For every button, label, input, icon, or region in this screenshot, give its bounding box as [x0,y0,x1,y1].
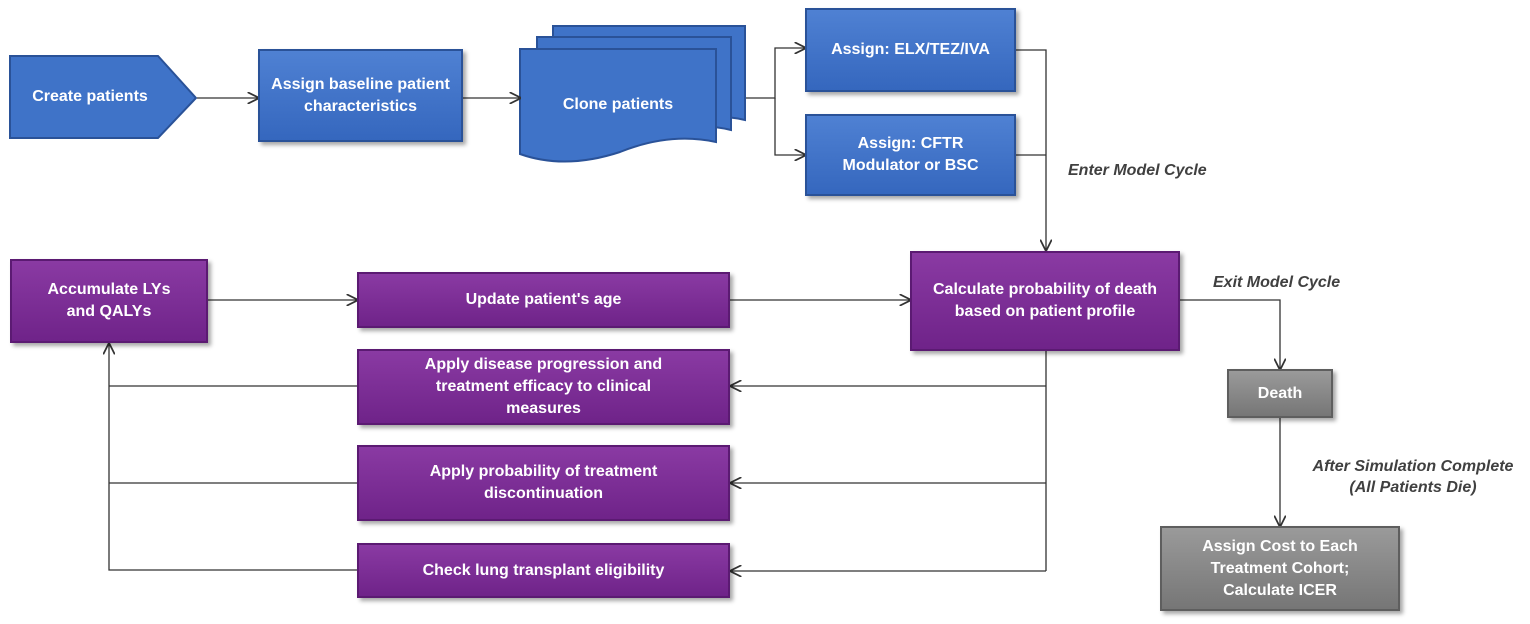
assign-elx-label: Assign: ELX/TEZ/IVA [831,41,990,58]
arrow-clone-to-elx [746,48,805,99]
clone-patients-shape [519,25,746,163]
create-patients-shape [9,55,198,139]
assign-baseline-node: Assign baseline patient characteristics [258,49,463,142]
clone-patients-label: Clone patients [562,96,674,113]
apply-progression-node: Apply disease progression and treatment … [357,349,730,425]
after-simulation-line1: After Simulation Complete [1312,458,1514,475]
calc-death-label: Calculate probability of death based on … [932,281,1158,320]
arrow-transplant-to-accumulate [109,344,357,571]
assign-elx-node: Assign: ELX/TEZ/IVA [805,8,1016,92]
assign-cost-node: Assign Cost to Each Treatment Cohort; Ca… [1160,526,1400,611]
calc-death-node: Calculate probability of death based on … [910,251,1180,351]
check-transplant-node: Check lung transplant eligibility [357,543,730,598]
assign-cost-label: Assign Cost to Each Treatment Cohort; Ca… [1202,537,1358,599]
enter-cycle-label: Enter Model Cycle [1068,162,1207,179]
update-age-node: Update patient's age [357,272,730,328]
apply-progression-label: Apply disease progression and treatment … [424,356,663,417]
update-age-label: Update patient's age [465,291,622,308]
create-patients-node: Create patients [10,56,170,138]
apply-discontinuation-label: Apply probability of treatment discontin… [429,463,658,502]
arrow-clone-to-cftr [774,98,805,155]
create-patients-label: Create patients [32,88,148,105]
apply-discontinuation-node: Apply probability of treatment discontin… [357,445,730,521]
death-label: Death [1257,384,1303,402]
accumulate-label: Accumulate LYs and QALYs [47,281,171,320]
clone-patients-node: Clone patients [520,70,716,140]
check-transplant-label: Check lung transplant eligibility [422,561,665,579]
arrow-elx-to-calc [1016,49,1046,250]
arrow-calc-to-death [1180,299,1280,369]
death-node: Death [1227,369,1333,418]
assign-baseline-label: Assign baseline patient characteristics [271,75,450,115]
assign-cftr-label: Assign: CFTR Modulator or BSC [842,135,979,174]
assign-cftr-node: Assign: CFTR Modulator or BSC [805,114,1016,196]
after-simulation-label: After Simulation Complete (All Patients … [1300,456,1526,498]
accumulate-node: Accumulate LYs and QALYs [10,259,208,343]
after-simulation-line2: (All Patients Die) [1349,479,1477,496]
exit-cycle-label: Exit Model Cycle [1213,274,1341,291]
